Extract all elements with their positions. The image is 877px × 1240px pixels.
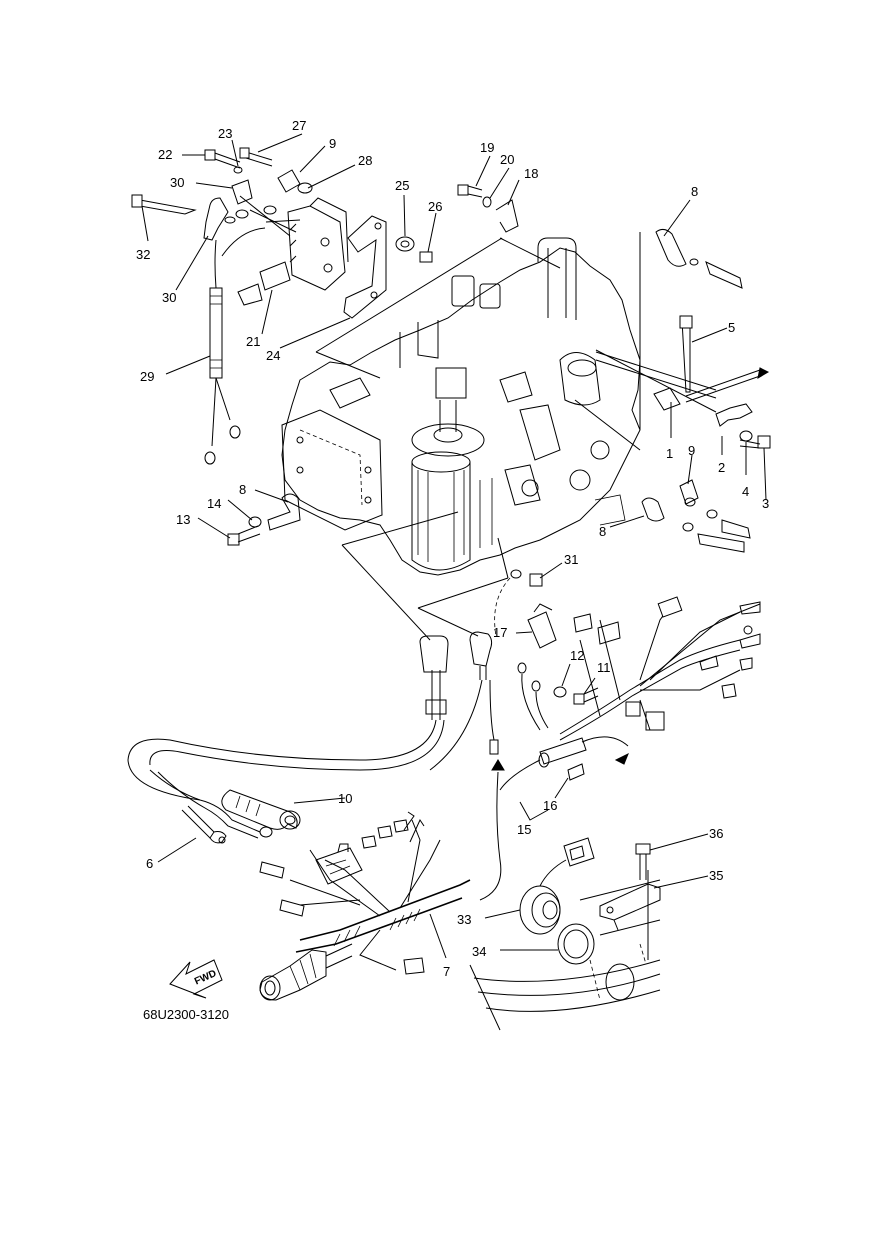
callout-10: 10 (338, 791, 352, 806)
callout-25: 25 (395, 178, 409, 193)
battery-cable-loop (127, 631, 505, 901)
callout-28: 28 (358, 153, 372, 168)
callout-30-top: 30 (170, 175, 184, 190)
hardware-top-center (457, 184, 519, 233)
rectifier-regulator (237, 197, 349, 306)
callout-23: 23 (218, 126, 232, 141)
hardware-left (227, 493, 301, 546)
callout-22: 22 (158, 147, 172, 162)
callout-26: 26 (428, 199, 442, 214)
bolt-31 (494, 569, 543, 637)
cable-6 (149, 769, 273, 844)
engine-block (281, 232, 717, 641)
ring-34 (557, 923, 595, 965)
callout-19: 19 (480, 140, 494, 155)
fuse-holder-15 (499, 736, 629, 821)
callout-20: 20 (500, 152, 514, 167)
bracket-24 (343, 215, 387, 319)
callout-29: 29 (140, 369, 154, 384)
drawing-code: 68U2300-3120 (143, 1007, 229, 1022)
callout-35: 35 (709, 868, 723, 883)
fwd-label: FWD (193, 968, 218, 987)
wire-harness-right (517, 596, 761, 741)
callout-21: 21 (246, 334, 260, 349)
callout-31: 31 (564, 552, 578, 567)
screw-36 (635, 843, 651, 880)
callout-24: 24 (266, 348, 280, 363)
callout-15: 15 (517, 822, 531, 837)
callout-8-top-right: 8 (691, 184, 698, 199)
grommet-33 (519, 837, 595, 935)
callout-3: 3 (762, 496, 769, 511)
leader-lines (141, 133, 767, 959)
callout-27: 27 (292, 118, 306, 133)
callout-8-left: 8 (239, 482, 246, 497)
callout-12: 12 (570, 648, 584, 663)
callout-13: 13 (176, 512, 190, 527)
callout-14: 14 (207, 496, 221, 511)
bracket-35 (599, 883, 661, 931)
callout-34: 34 (472, 944, 486, 959)
callout-8-lower-right: 8 (599, 524, 606, 539)
callout-4: 4 (742, 484, 749, 499)
callout-17: 17 (493, 625, 507, 640)
grommet-10 (221, 789, 301, 830)
callout-32: 32 (136, 247, 150, 262)
callout-33: 33 (457, 912, 471, 927)
hardware-top-left (131, 147, 433, 465)
callout-1: 1 (666, 446, 673, 461)
callout-18: 18 (524, 166, 538, 181)
main-harness-7 (259, 811, 471, 1001)
cowling-lower-right (469, 870, 661, 1031)
callout-labels: 1 2 3 4 5 6 7 8 8 8 9 9 10 11 12 13 14 1… (136, 118, 769, 979)
callout-36: 36 (709, 826, 723, 841)
callout-6: 6 (146, 856, 153, 871)
callout-11: 11 (597, 660, 611, 675)
callout-2: 2 (718, 460, 725, 475)
callout-9-right: 9 (688, 443, 695, 458)
callout-30-lower: 30 (162, 290, 176, 305)
callout-16: 16 (543, 798, 557, 813)
callout-5: 5 (728, 320, 735, 335)
callout-7: 7 (443, 964, 450, 979)
callout-9-top: 9 (329, 136, 336, 151)
fwd-arrow: FWD (169, 959, 223, 999)
